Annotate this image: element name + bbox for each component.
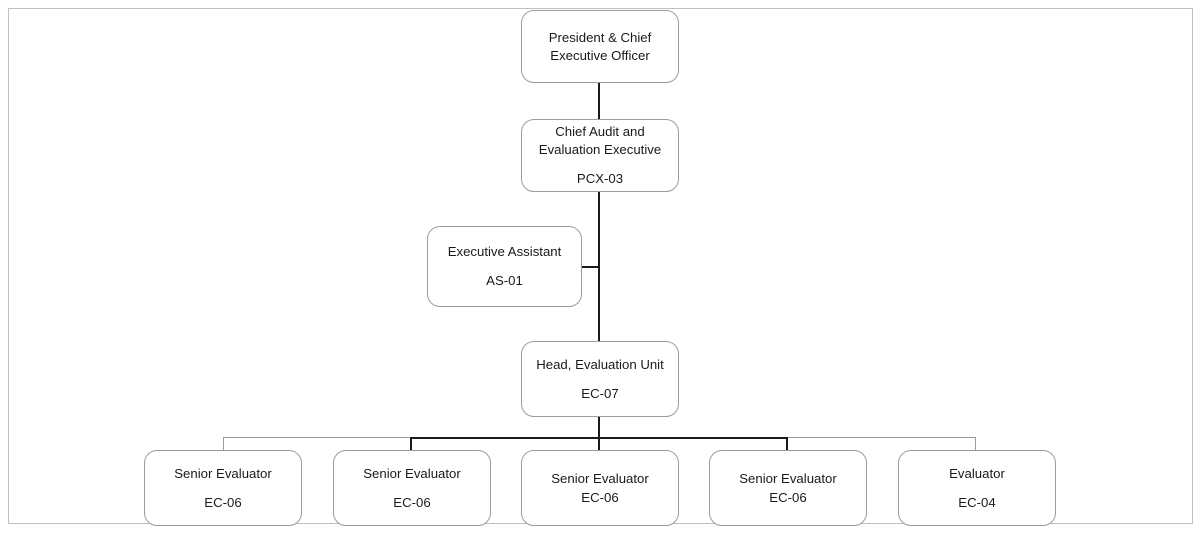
node-title-line1: Chief Audit and — [555, 124, 645, 140]
node-title-line1: President & Chief — [548, 29, 652, 45]
page-frame-right — [1192, 8, 1193, 524]
connector-bus-left-segment — [223, 437, 411, 438]
page-frame-left — [8, 8, 9, 524]
node-title-line2: Evaluation Executive — [538, 142, 662, 158]
connector-head-to-bus — [598, 417, 600, 438]
connector-bus-right-segment — [787, 437, 976, 438]
connector-ceo-to-caee — [598, 83, 600, 119]
node-title-line1: Senior Evaluator — [551, 470, 649, 486]
connector-bus-to-se4 — [786, 437, 788, 451]
node-title-line1: Senior Evaluator — [739, 470, 837, 486]
node-title-line1: Senior Evaluator — [363, 465, 461, 481]
node-senior-evaluator-1[interactable]: Senior Evaluator EC-06 — [144, 450, 302, 526]
node-evaluator-5[interactable]: Evaluator EC-04 — [898, 450, 1056, 526]
node-classification-code: EC-04 — [958, 494, 996, 510]
node-title-line1: Executive Assistant — [447, 244, 562, 260]
node-chief-audit-evaluation-executive[interactable]: Chief Audit and Evaluation Executive PCX… — [521, 119, 679, 192]
node-executive-assistant[interactable]: Executive Assistant AS-01 — [427, 226, 582, 307]
node-title-line1: Senior Evaluator — [174, 465, 272, 481]
connector-caee-to-head-trunk — [598, 192, 600, 341]
node-classification-code: EC-07 — [581, 385, 619, 401]
node-senior-evaluator-2[interactable]: Senior Evaluator EC-06 — [333, 450, 491, 526]
node-title-line1: Evaluator — [949, 465, 1005, 481]
node-president-ceo[interactable]: President & Chief Executive Officer — [521, 10, 679, 83]
node-head-evaluation-unit[interactable]: Head, Evaluation Unit EC-07 — [521, 341, 679, 417]
node-classification-code: EC-06 — [204, 494, 242, 510]
node-title-line1: Head, Evaluation Unit — [536, 356, 664, 372]
node-classification-code: PCX-03 — [576, 170, 624, 186]
connector-bus-to-se2 — [410, 437, 412, 451]
node-senior-evaluator-4[interactable]: Senior Evaluator EC-06 — [709, 450, 867, 526]
connector-bus-to-se3 — [598, 437, 600, 451]
node-classification-code: EC-06 — [769, 489, 807, 505]
node-classification-code: AS-01 — [486, 273, 523, 288]
node-classification-code: EC-06 — [581, 489, 619, 505]
node-title-line2: Executive Officer — [550, 47, 650, 63]
node-senior-evaluator-3[interactable]: Senior Evaluator EC-06 — [521, 450, 679, 526]
connector-bus-to-se1 — [223, 437, 224, 451]
page-frame-top — [8, 8, 1193, 9]
connector-trunk-to-executive-assistant — [582, 266, 599, 268]
node-classification-code: EC-06 — [393, 494, 431, 510]
connector-bus-to-ev5 — [975, 437, 976, 451]
